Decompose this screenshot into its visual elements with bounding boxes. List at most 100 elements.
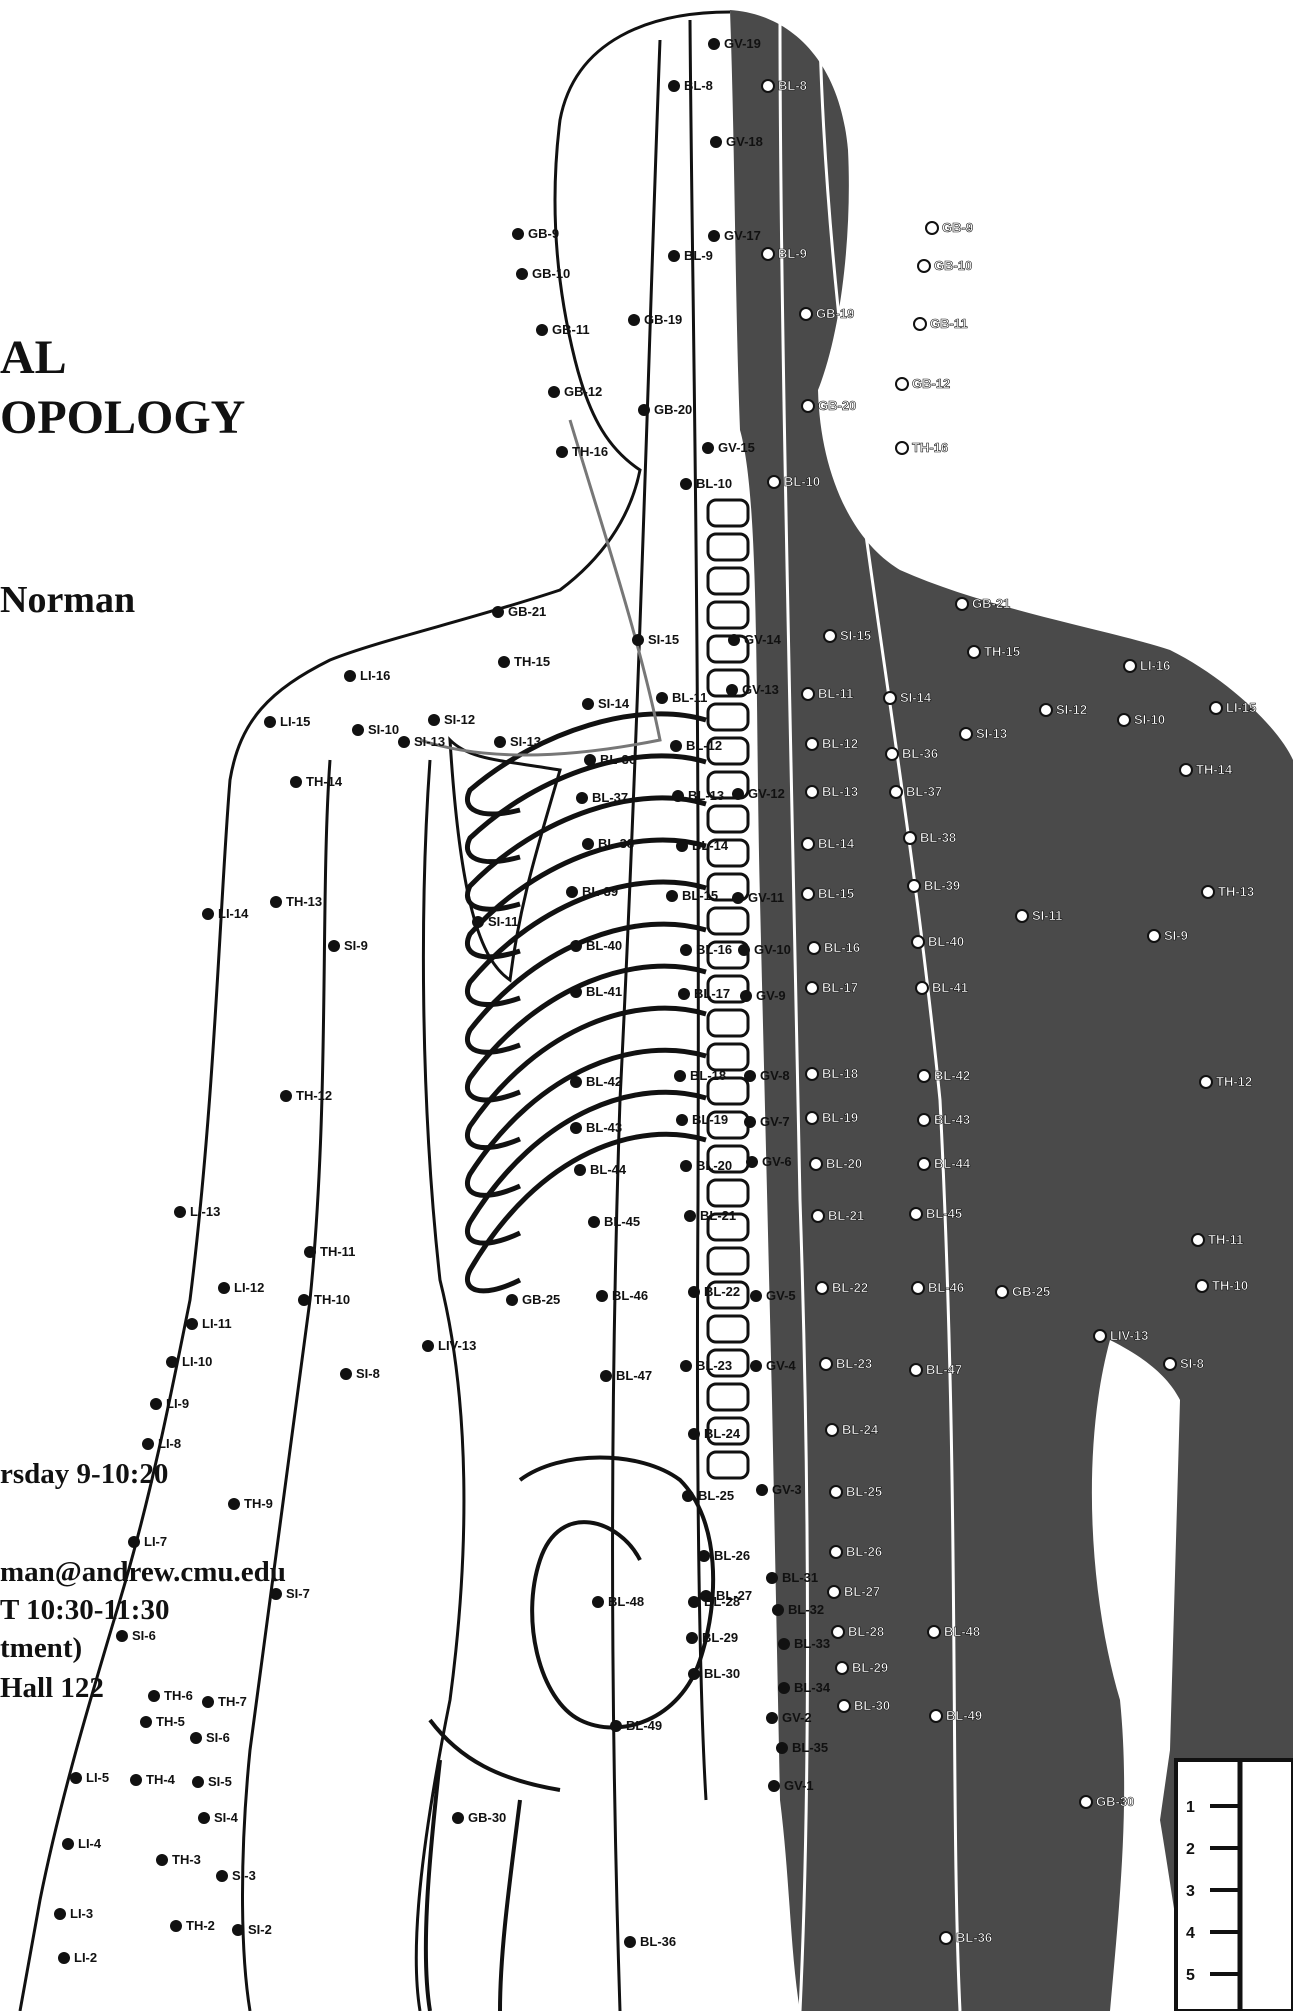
acupoint: GB-10 xyxy=(516,266,570,281)
acupoint: TH-10 xyxy=(298,1292,350,1307)
acupoint-label: LI-12 xyxy=(234,1280,264,1295)
acupoint-marker-icon xyxy=(918,1114,930,1126)
acupoint-marker-icon xyxy=(680,944,692,956)
acupoint-label: BL-35 xyxy=(792,1740,828,1755)
acupoint-label: SI-3 xyxy=(232,1868,256,1883)
acupoint-label: BL-32 xyxy=(788,1602,824,1617)
acupoint: BL-43 xyxy=(570,1120,622,1135)
acupoint-marker-icon xyxy=(290,776,302,788)
acupoint: BL-29 xyxy=(836,1660,888,1675)
acupoint-marker-icon xyxy=(762,80,774,92)
acupoint: BL-45 xyxy=(910,1206,962,1221)
acupoint-label: SI-15 xyxy=(648,632,679,647)
acupoint-marker-icon xyxy=(698,1550,710,1562)
acupoint-marker-icon xyxy=(836,1662,848,1674)
acupoint-marker-icon xyxy=(968,646,980,658)
acupoint: BL-42 xyxy=(570,1074,622,1089)
acupoint: BL-15 xyxy=(666,888,718,903)
acupoint-marker-icon xyxy=(926,222,938,234)
acupoint: SI-4 xyxy=(198,1810,239,1825)
acupoint-marker-icon xyxy=(1196,1280,1208,1292)
acupoint-marker-icon xyxy=(688,1596,700,1608)
acupoint-marker-icon xyxy=(156,1854,168,1866)
acupoint: TH-6 xyxy=(148,1688,193,1703)
acupoint: BL-8 xyxy=(668,78,713,93)
acupoint-label: TH-10 xyxy=(314,1292,350,1307)
acupoint: BL-20 xyxy=(810,1156,862,1171)
acupoint: LI-14 xyxy=(202,906,249,921)
acupoint-marker-icon xyxy=(668,80,680,92)
acupoint: BL-22 xyxy=(688,1284,740,1299)
acupoint-label: SI-8 xyxy=(1180,1356,1204,1371)
acupoint-label: LIV-13 xyxy=(438,1338,476,1353)
vertebra xyxy=(708,500,748,526)
acupoint: BL-10 xyxy=(768,474,820,489)
acupoint-label: BL-36 xyxy=(640,1934,676,1949)
acupoint-marker-icon xyxy=(940,1932,952,1944)
acupoint-label: SI-9 xyxy=(344,938,368,953)
acupoint-marker-icon xyxy=(596,1290,608,1302)
acupoint-label: BL-22 xyxy=(832,1280,868,1295)
acupoint-label: BL-37 xyxy=(906,784,942,799)
acupoint-label: BL-25 xyxy=(698,1488,734,1503)
acupoint-label: SI-8 xyxy=(356,1366,380,1381)
acupoint: SI-3 xyxy=(216,1868,256,1883)
acupoint: GB-21 xyxy=(956,596,1010,611)
acupoint: BL-30 xyxy=(838,1698,890,1713)
acupoint: BL-31 xyxy=(766,1570,818,1585)
acupoint-label: GV-4 xyxy=(766,1358,796,1373)
acupoint: SI-5 xyxy=(192,1774,232,1789)
acupoint-label: TH-3 xyxy=(172,1852,201,1867)
acupoint-marker-icon xyxy=(264,716,276,728)
acupoint-label: GB-30 xyxy=(468,1810,506,1825)
acupoint-marker-icon xyxy=(582,698,594,710)
acupoint-marker-icon xyxy=(800,308,812,320)
acupoint: GB-9 xyxy=(512,226,559,241)
acupoint-marker-icon xyxy=(896,442,908,454)
vertebra xyxy=(708,534,748,560)
acupoint: GV-1 xyxy=(768,1778,814,1793)
vertebra xyxy=(708,1010,748,1036)
acupoint: GV-14 xyxy=(728,632,782,647)
acupoint-label: TH-16 xyxy=(912,440,948,455)
acupoint-label: BL-12 xyxy=(686,738,722,753)
acupoint-marker-icon xyxy=(916,982,928,994)
acupoint: GB-30 xyxy=(452,1810,506,1825)
acupoint: BL-23 xyxy=(680,1358,732,1373)
acupoint-label: GV-10 xyxy=(754,942,791,957)
acupoint: GB-21 xyxy=(492,604,546,619)
acupoint-marker-icon xyxy=(726,684,738,696)
acupoint: BL-21 xyxy=(812,1208,864,1223)
acupoint-marker-icon xyxy=(688,1286,700,1298)
acupoint: BL-39 xyxy=(566,884,618,899)
acupoint-marker-icon xyxy=(1164,1358,1176,1370)
acupoint-label: BL-19 xyxy=(692,1112,728,1127)
acupoint: SI-6 xyxy=(190,1730,230,1745)
acupoint-label: BL-49 xyxy=(626,1718,662,1733)
office-hours: T 10:30-11:30 xyxy=(0,1594,169,1627)
acupoint: LI-12 xyxy=(218,1280,264,1295)
acupoint-marker-icon xyxy=(908,880,920,892)
acupoint-label: SI-12 xyxy=(444,712,475,727)
acupoint-marker-icon xyxy=(910,1364,922,1376)
acupoint-marker-icon xyxy=(806,738,818,750)
acupoint: BL-47 xyxy=(600,1368,652,1383)
acupoint-marker-icon xyxy=(1200,1076,1212,1088)
acupoint-label: GV-14 xyxy=(744,632,782,647)
course-title-line-1: AL xyxy=(0,330,67,385)
acupoint-marker-icon xyxy=(128,1536,140,1548)
acupoint: GV-3 xyxy=(756,1482,802,1497)
acupoint-marker-icon xyxy=(956,598,968,610)
acupoint-marker-icon xyxy=(130,1774,142,1786)
ruler-tick-label: 5 xyxy=(1186,1967,1195,1984)
acupoint-marker-icon xyxy=(498,656,510,668)
acupoint: BL-44 xyxy=(918,1156,971,1171)
acupoint: BL-37 xyxy=(576,790,628,805)
acupoint-label: LI-14 xyxy=(218,906,249,921)
acupoint-marker-icon xyxy=(148,1690,160,1702)
acupoint-label: BL-47 xyxy=(616,1368,652,1383)
acupoint-label: LI-13 xyxy=(190,1204,220,1219)
acupoint: BL-9 xyxy=(762,246,807,261)
office-location: Hall 122 xyxy=(0,1672,104,1705)
